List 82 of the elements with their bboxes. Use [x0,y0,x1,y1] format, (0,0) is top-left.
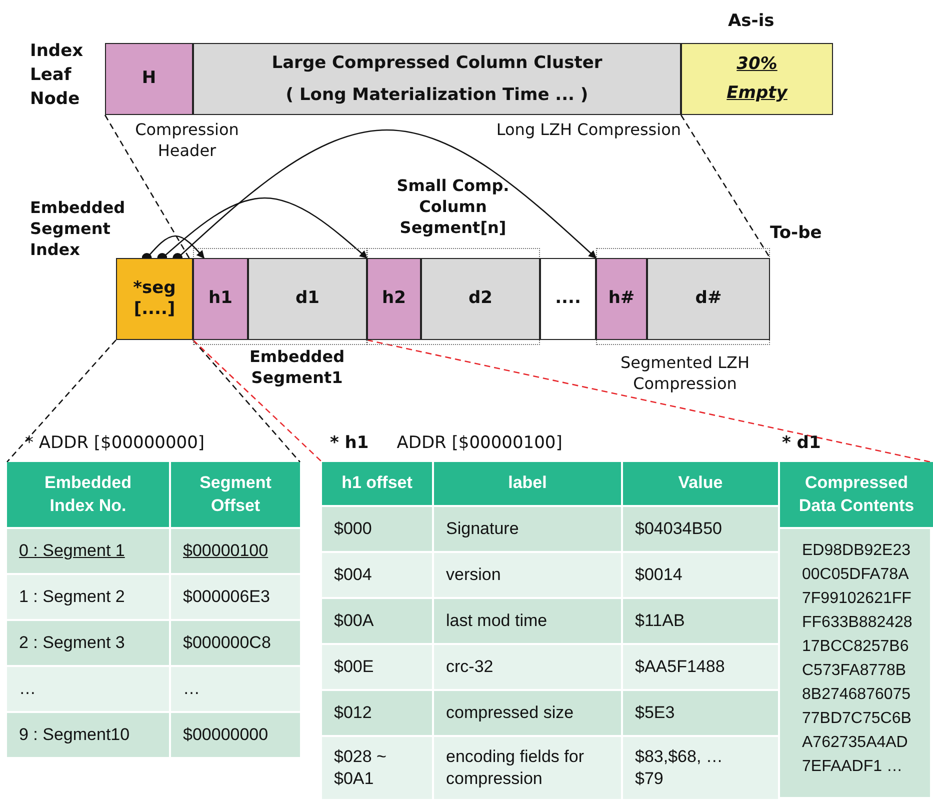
table-cell: $028 ~ $0A1 [322,737,432,799]
table-cell: $04034B50 [623,507,778,551]
segment-group [596,248,770,345]
dashed-guide-line [6,340,116,462]
annotation-text: Long LZH Compression [495,120,681,141]
block-label: *seg [....] [132,278,177,320]
segment-group [193,248,367,345]
data-table [322,462,778,800]
table-cell: version [434,553,621,597]
diagram-label: To-be [770,222,823,245]
table-title: * h1 [330,433,369,453]
data-block [421,258,540,340]
block-label: H [142,67,156,90]
table-cell: 9 : Segment10 [7,713,169,757]
ellipsis-block [540,258,596,340]
table-cell: encoding fields for compression [434,737,621,799]
block-label: .... [555,287,581,310]
block-label: 30% Empty [726,53,789,105]
column-header: h1 offset [322,462,432,505]
dashed-guide-line [680,114,771,258]
block-label: h2 [382,287,406,310]
table-cell: $0014 [623,553,778,597]
table-title: ADDR [$00000100] [396,433,562,453]
table-cell: $00000000 [171,713,300,757]
table-cell: crc-32 [434,645,621,689]
header-block [193,258,248,340]
column-header: Compressed Data Contents [780,462,933,527]
block-label: h1 [208,287,232,310]
dashed-guide-line [104,114,190,258]
data-block [248,258,367,340]
table-cell: … [7,667,169,711]
block-label: d2 [468,287,492,310]
column-header: Segment Offset [171,462,300,527]
table-cell: $AA5F1488 [623,645,778,689]
table-cell: $012 [322,691,432,735]
diagram-label: As-is [728,10,776,33]
block-label: d1 [296,287,320,310]
annotation-text: Embedded Segment Index [30,198,126,260]
table-cell: 2 : Segment 3 [7,621,169,665]
column-header: Embedded Index No. [7,462,169,527]
block-label: ( Long Materialization Time ... ) [286,84,588,107]
header-block [105,43,193,115]
table-cell: $000 [322,507,432,551]
table-cell: $5E3 [623,691,778,735]
segment-group [367,248,540,345]
block-label: h# [608,287,635,310]
group-label: Embedded Segment1 [248,347,346,389]
table-cell: 1 : Segment 2 [7,575,169,619]
header-block [367,258,421,340]
column-header: Value [623,462,778,505]
data-table [780,462,933,797]
table-cell: … [171,667,300,711]
table-cell: $83,$68, … $79 [623,737,778,799]
free-space-block [681,43,833,115]
table-cell: $004 [322,553,432,597]
dashed-guide-line [192,340,322,462]
table-cell: $00A [322,599,432,643]
block-label: d# [695,287,722,310]
table-cell: 0 : Segment 1 [7,529,169,573]
segment-index-block [116,258,193,340]
diagram-label: Index Leaf Node [30,40,84,111]
table-cell: ED98DB92E23 00C05DFA78A 7F99102621FF FF633B882428 17BCC8257B6 C573FA8778B 8B2746876075 77BD7C75C6B A762735A4AD 7EFAADF1 … [780,529,930,797]
data-table [7,462,300,758]
group-label: Segmented LZH Compression [620,353,750,395]
data-block [647,258,770,340]
table-cell: $00E [322,645,432,689]
table-cell: $000006E3 [171,575,300,619]
table-title: * d1 [782,432,822,454]
dashed-guide-line [366,339,931,463]
block-label: Large Compressed Column Cluster [272,52,602,75]
annotation-text: Compression Header [134,120,240,162]
table-cell: compressed size [434,691,621,735]
group-label: Small Comp. Column Segment[n] [396,176,510,238]
table-cell: $00000100 [171,529,300,573]
dashed-guide-line [192,340,300,462]
table-cell: $11AB [623,599,778,643]
column-header: label [434,462,621,505]
table-cell: $000000C8 [171,621,300,665]
table-cell: Signature [434,507,621,551]
table-cell: last mod time [434,599,621,643]
header-block [596,258,647,340]
data-block [193,43,681,115]
